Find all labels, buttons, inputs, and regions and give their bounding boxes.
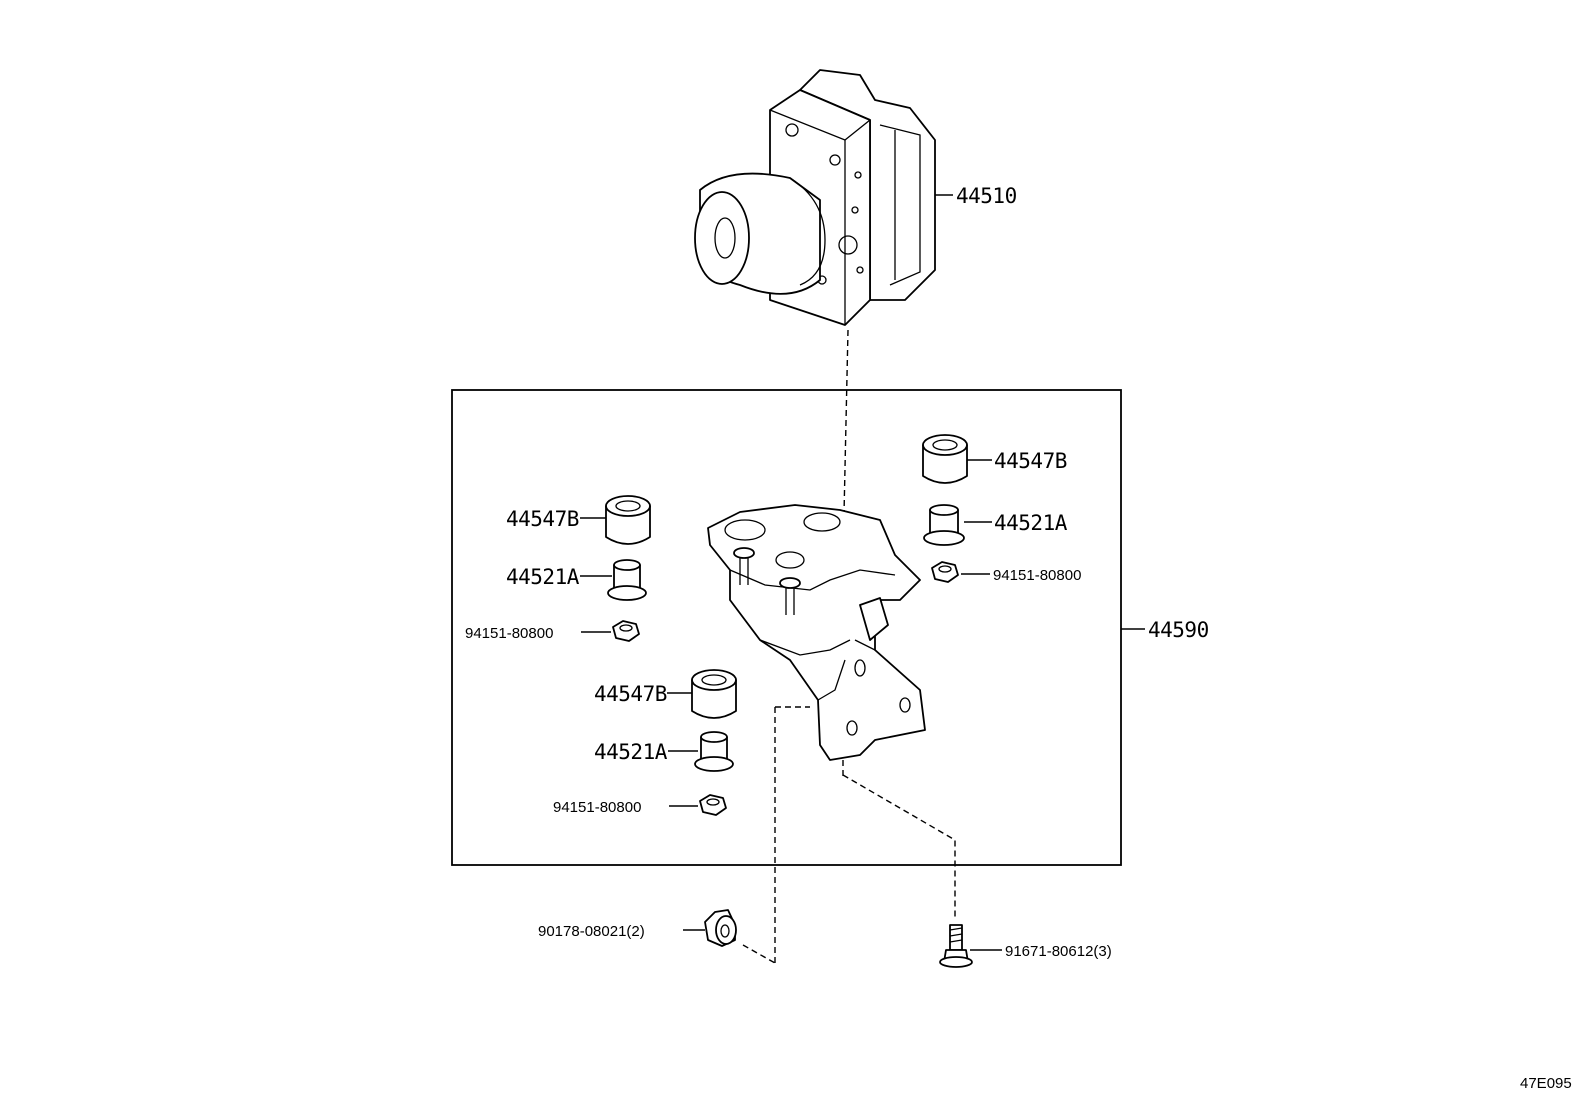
- callout-44590: 44590: [1148, 618, 1209, 642]
- flange-nut-part[interactable]: [704, 909, 737, 947]
- bracket-part[interactable]: [707, 504, 926, 761]
- cushion-top-right[interactable]: [922, 434, 968, 484]
- collar-top-right[interactable]: [923, 504, 965, 546]
- collar-left[interactable]: [607, 559, 647, 601]
- bracket-assembly-box: [451, 389, 1122, 866]
- callout-44547b-top-right: 44547B: [994, 449, 1067, 473]
- callout-94151-top-right: 94151-80800: [993, 567, 1081, 584]
- callout-44547b-left: 44547B: [506, 507, 579, 531]
- dashed-line-right: [842, 774, 956, 920]
- nut-lower[interactable]: [699, 794, 727, 816]
- dashed-line-nut: [742, 944, 776, 964]
- callout-44547b-lower: 44547B: [594, 682, 667, 706]
- nut-left[interactable]: [612, 620, 640, 642]
- callout-44521a-left: 44521A: [506, 565, 580, 589]
- callout-94151-lower: 94151-80800: [553, 799, 641, 816]
- callout-91671: 91671-80612(3): [1005, 943, 1112, 960]
- abs-actuator-part[interactable]: [694, 69, 936, 326]
- callout-44521a-top-right: 44521A: [994, 511, 1068, 535]
- diagram-code: 47E095: [1520, 1075, 1572, 1092]
- callout-90178: 90178-08021(2): [538, 923, 645, 940]
- collar-lower[interactable]: [694, 731, 734, 772]
- cushion-lower[interactable]: [691, 669, 737, 719]
- callout-44521a-lower: 44521A: [594, 740, 668, 764]
- callout-94151-left: 94151-80800: [465, 625, 553, 642]
- flange-bolt-part[interactable]: [939, 924, 973, 968]
- cushion-left[interactable]: [605, 495, 651, 545]
- callout-44510: 44510: [956, 184, 1017, 208]
- nut-top-right[interactable]: [931, 561, 959, 583]
